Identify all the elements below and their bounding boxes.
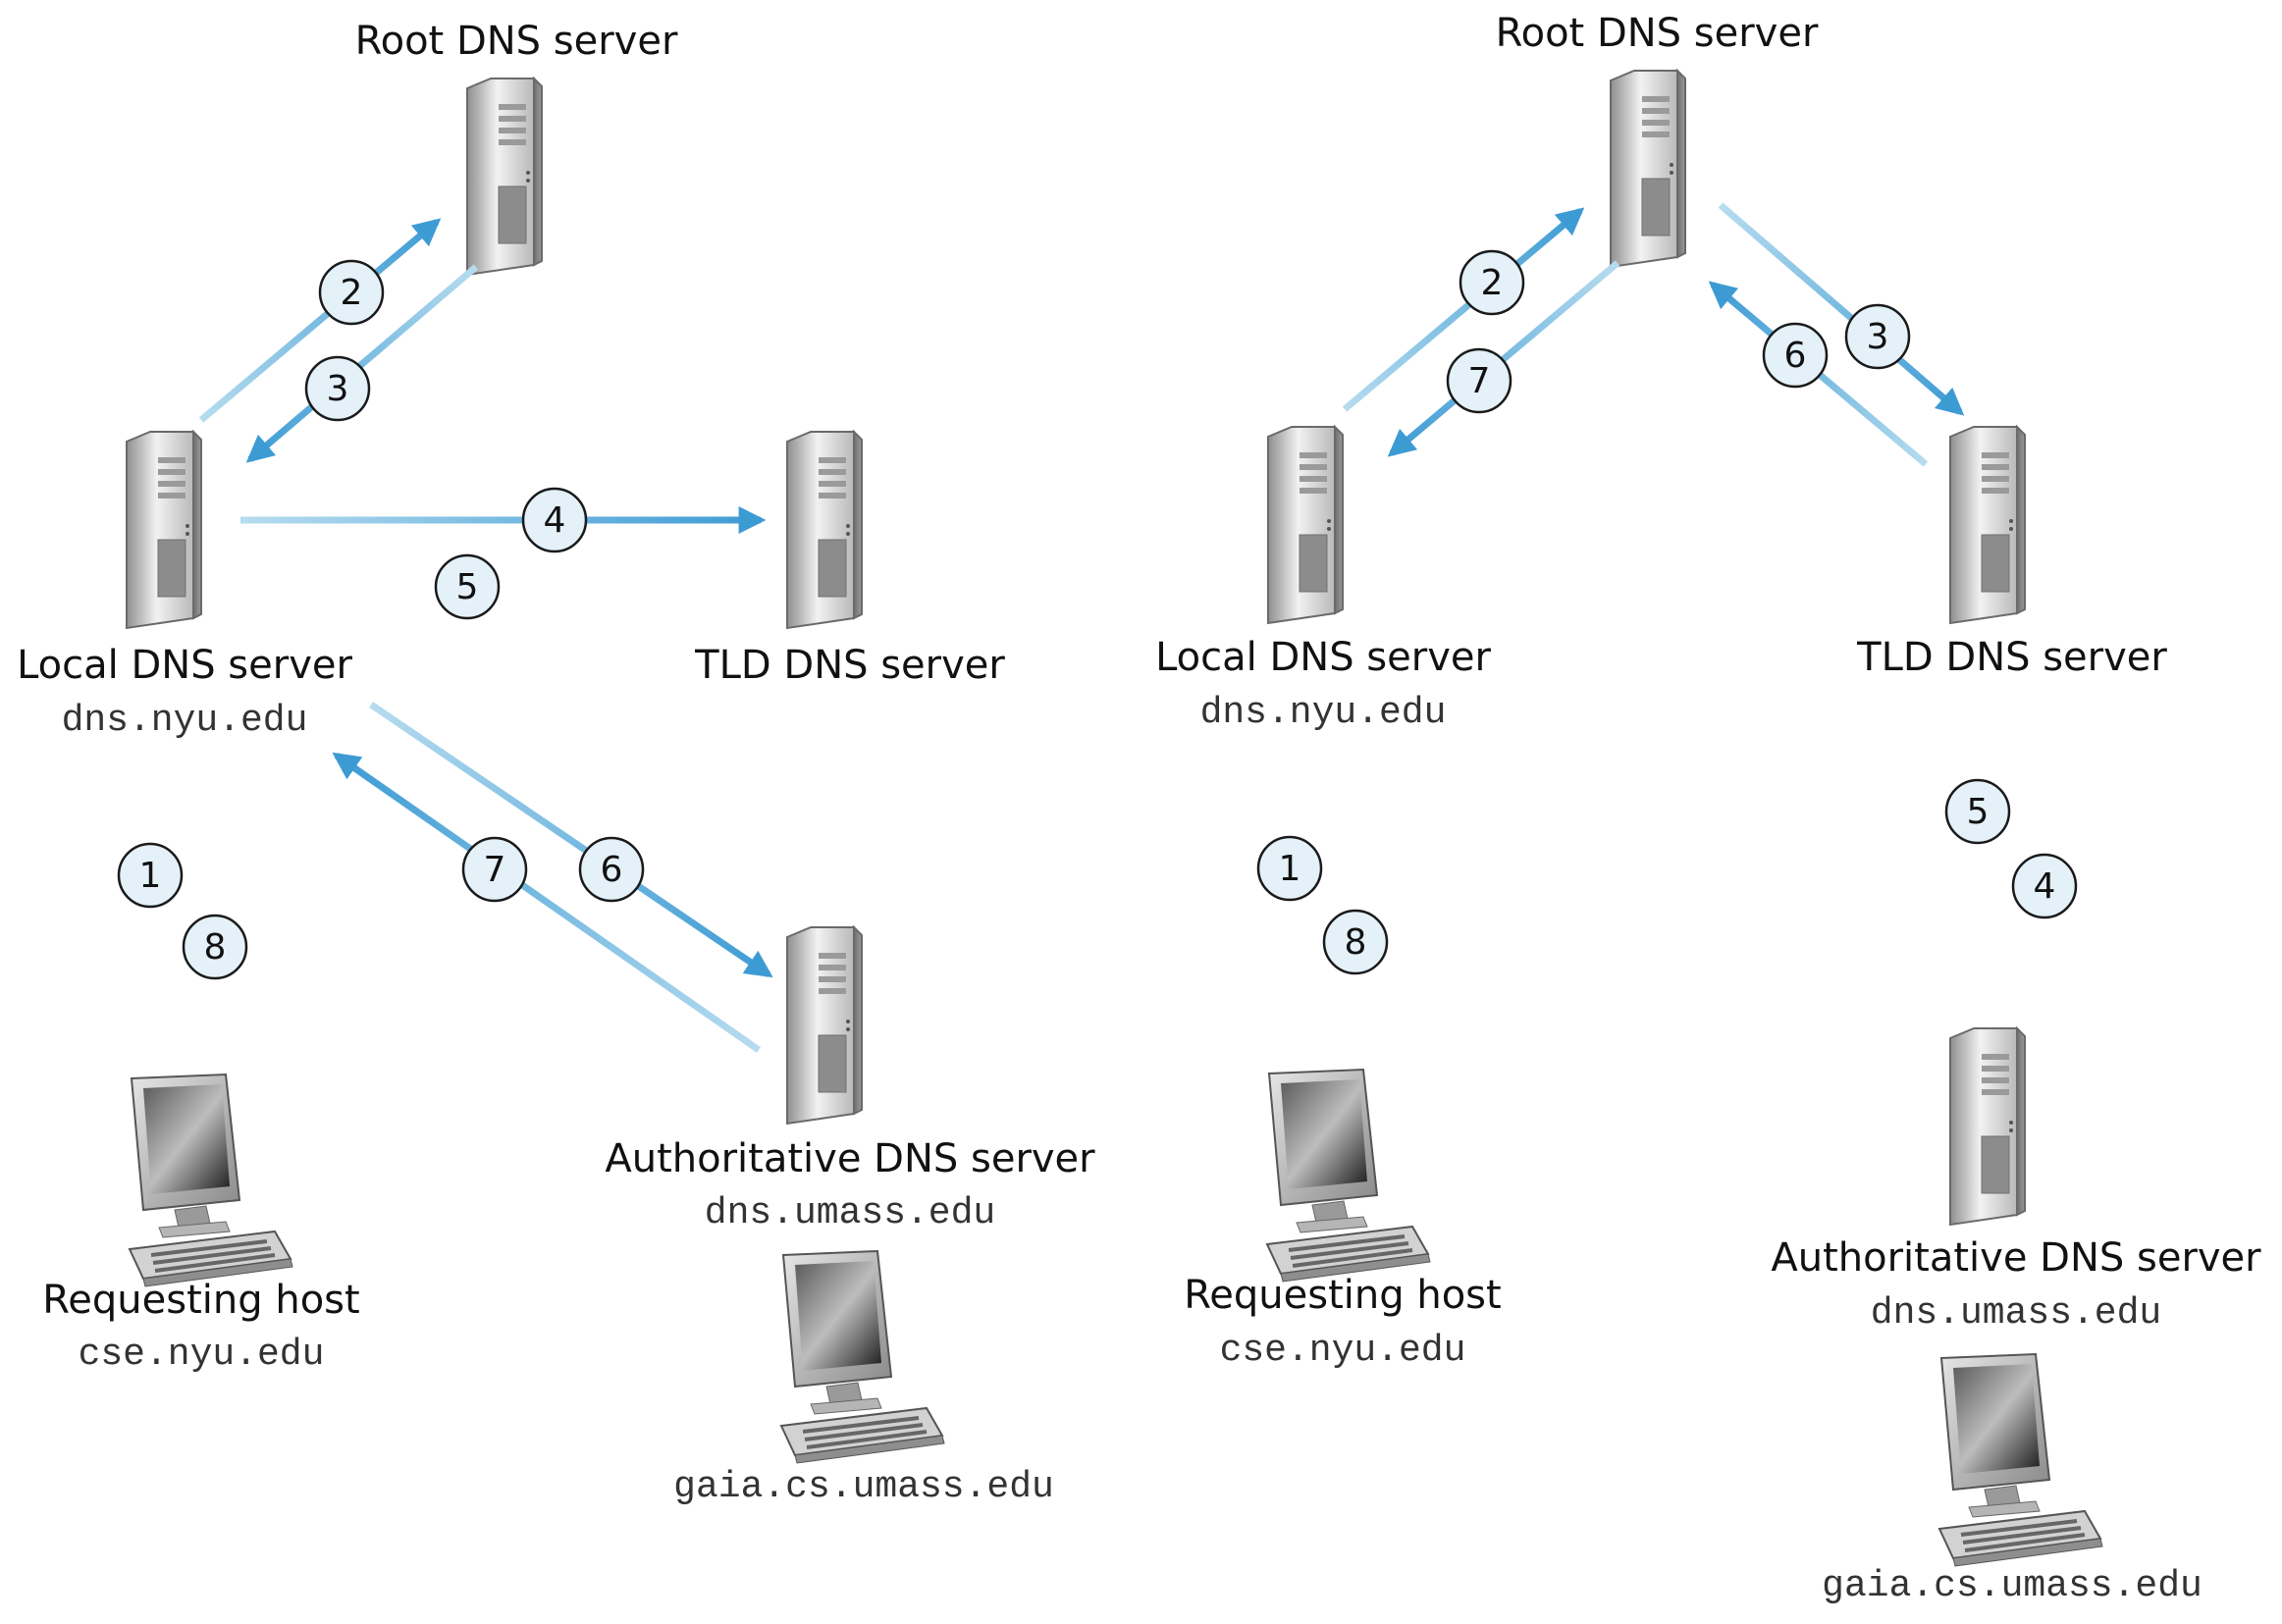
right-root-dns-server-icon — [1610, 70, 1686, 268]
authoritative-dns-server-icon — [786, 926, 863, 1125]
left-step-5: 5 — [434, 553, 501, 620]
svg-text:7: 7 — [484, 850, 506, 890]
svg-text:5: 5 — [456, 567, 479, 607]
right-step-7: 7 — [1446, 347, 1512, 414]
left-step-6: 6 — [578, 836, 645, 903]
left-arrow-reply-from-authoritative — [332, 752, 762, 1053]
requesting-host-computer-icon — [128, 1073, 294, 1288]
svg-text:8: 8 — [1345, 922, 1367, 963]
right-tld-dns-server-label: TLD DNS server — [1857, 635, 2167, 680]
right-tld-dns-server-icon — [1949, 426, 2026, 624]
root-dns-server-icon — [466, 78, 543, 276]
left-step-1: 1 — [117, 842, 184, 909]
right-authoritative-dns-hostname: dns.umass.edu — [1870, 1292, 2162, 1335]
svg-text:3: 3 — [1867, 317, 1889, 357]
right-requesting-host-computer-icon — [1265, 1068, 1432, 1283]
left-arrow-query-to-authoritative — [369, 702, 773, 978]
right-local-dns-hostname: dns.nyu.edu — [1199, 692, 1447, 734]
svg-text:5: 5 — [1967, 792, 1990, 832]
right-arrow-query-to-root — [1342, 207, 1585, 412]
right-authoritative-dns-server-icon — [1949, 1027, 2026, 1226]
authoritative-dns-server-label: Authoritative DNS server — [605, 1136, 1095, 1181]
right-root-dns-server-label: Root DNS server — [1495, 11, 1819, 56]
local-dns-hostname: dns.nyu.edu — [61, 700, 308, 742]
svg-text:1: 1 — [139, 856, 162, 896]
svg-text:4: 4 — [544, 500, 566, 541]
right-step-2: 2 — [1459, 249, 1525, 316]
tld-dns-server-label: TLD DNS server — [695, 643, 1005, 688]
right-arrow-root-to-tld — [1718, 202, 1965, 416]
local-dns-server-label: Local DNS server — [17, 643, 352, 688]
right-local-dns-server-label: Local DNS server — [1155, 635, 1491, 680]
right-step-5: 5 — [1944, 778, 2011, 845]
right-local-dns-server-icon — [1267, 426, 1344, 624]
left-step-2: 2 — [318, 259, 385, 326]
right-step-8: 8 — [1322, 909, 1389, 975]
svg-text:8: 8 — [204, 927, 227, 968]
svg-text:1: 1 — [1279, 849, 1301, 889]
left-arrow-query-to-root — [198, 218, 442, 423]
left-step-8: 8 — [182, 914, 248, 980]
right-authoritative-dns-server-label: Authoritative DNS server — [1771, 1235, 2261, 1281]
right-step-3: 3 — [1844, 303, 1911, 370]
svg-text:7: 7 — [1468, 361, 1491, 401]
svg-text:3: 3 — [327, 369, 349, 409]
requesting-host-label: Requesting host — [42, 1278, 360, 1323]
right-requesting-hostname: cse.nyu.edu — [1219, 1330, 1466, 1372]
right-requesting-host-label: Requesting host — [1184, 1273, 1502, 1318]
left-arrow-reply-from-root — [245, 264, 479, 463]
svg-text:2: 2 — [341, 273, 363, 313]
svg-text:4: 4 — [2034, 866, 2056, 907]
right-step-4: 4 — [2011, 853, 2078, 919]
svg-text:6: 6 — [1784, 336, 1807, 376]
left-step-7: 7 — [461, 836, 528, 903]
right-target-host-computer-icon — [1937, 1352, 2104, 1568]
left-step-4: 4 — [521, 487, 588, 553]
right-arrow-reply-from-root — [1387, 260, 1620, 457]
left-step-3: 3 — [304, 355, 371, 422]
svg-text:6: 6 — [601, 850, 623, 890]
svg-text:2: 2 — [1481, 263, 1504, 303]
right-step-1: 1 — [1256, 835, 1323, 902]
authoritative-dns-hostname: dns.umass.edu — [704, 1192, 996, 1234]
target-hostname: gaia.cs.umass.edu — [673, 1466, 1054, 1508]
target-host-computer-icon — [779, 1249, 946, 1465]
local-dns-server-icon — [126, 431, 202, 629]
requesting-hostname: cse.nyu.edu — [78, 1334, 325, 1376]
right-step-6: 6 — [1762, 322, 1829, 389]
right-target-hostname: gaia.cs.umass.edu — [1822, 1565, 2202, 1607]
root-dns-server-label: Root DNS server — [354, 19, 678, 64]
tld-dns-server-icon — [786, 431, 863, 629]
